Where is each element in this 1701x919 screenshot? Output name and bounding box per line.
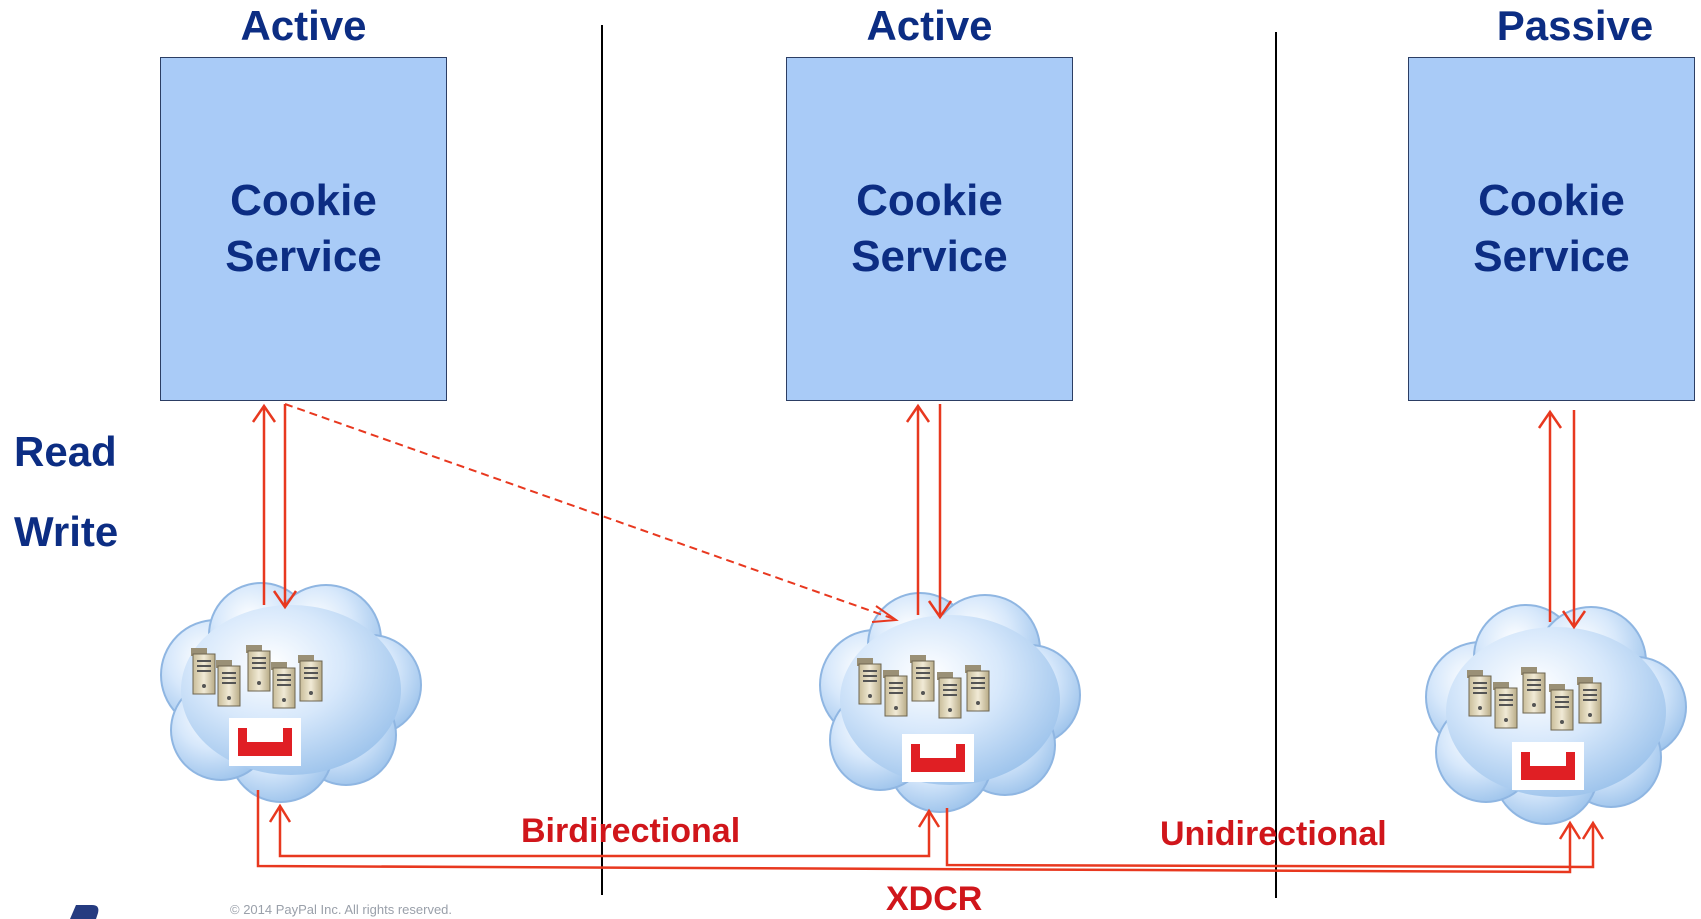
bidirectional-label: Birdirectional — [521, 812, 741, 850]
header-passive-right: Passive — [1496, 2, 1654, 49]
header-active-left: Active — [240, 2, 367, 49]
read-write-arrows-right — [1537, 409, 1587, 630]
couchbase-icon — [229, 718, 301, 766]
cookie-service-box-right: Cookie Service — [1408, 57, 1695, 401]
footer-copyright: © 2014 PayPal Inc. All rights reserved. — [230, 902, 453, 917]
header-active-middle: Active — [866, 2, 993, 49]
service-label-line1: Cookie — [1478, 176, 1625, 225]
service-label-line2: Service — [1473, 232, 1630, 281]
service-label-line1: Cookie — [856, 176, 1003, 225]
xdcr-label: XDCR — [886, 880, 983, 918]
service-label-line2: Service — [225, 232, 382, 281]
write-label: Write — [14, 508, 119, 555]
dashed-write-arrow — [284, 403, 899, 623]
read-label: Read — [14, 428, 117, 475]
cookie-service-box-middle: Cookie Service — [786, 57, 1073, 401]
unidirectional-label: Unidirectional — [1160, 815, 1387, 853]
xdcr-bidirectional-link — [256, 790, 1582, 874]
read-write-arrows-left — [251, 403, 298, 610]
couchbase-icon — [1512, 742, 1584, 790]
service-label-line1: Cookie — [230, 176, 377, 225]
cookie-service-box-left: Cookie Service — [160, 57, 447, 401]
couchbase-icon — [902, 734, 974, 782]
cloud-icon — [160, 582, 422, 803]
cloud-icon — [819, 592, 1081, 813]
read-write-arrows-middle — [905, 403, 953, 620]
cloud-icon — [1425, 604, 1687, 825]
service-label-line2: Service — [851, 232, 1008, 281]
xdcr-unidirectional-link — [945, 808, 1605, 869]
paypal-logo-icon — [70, 905, 99, 919]
